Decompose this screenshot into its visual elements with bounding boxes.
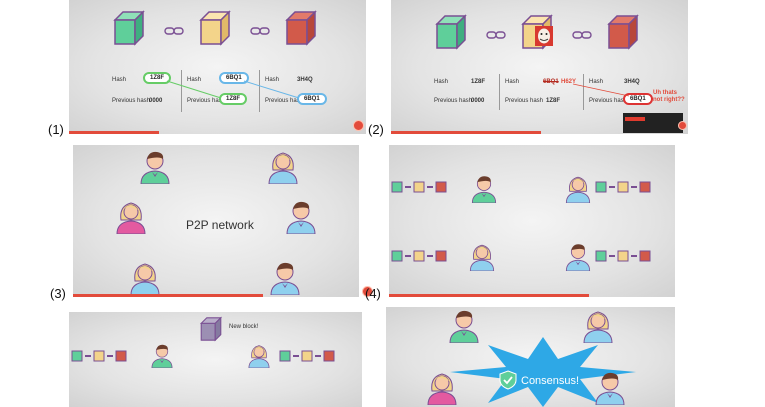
- mini-chain-icon: [391, 249, 449, 263]
- person-female-icon: [125, 259, 165, 295]
- hash-value-block3: 3H4Q: [624, 79, 640, 85]
- person-female-icon: [244, 342, 274, 368]
- mismatch-annotation: Uh thats not right??: [653, 90, 685, 103]
- hash-value-block2-old: 6BQ1: [543, 79, 559, 85]
- panel-5-new-block: New block!: [69, 312, 362, 407]
- previous-hash-label: Previous hash: [434, 98, 473, 104]
- hash-value-block2: 6BQ1: [219, 72, 249, 84]
- new-block-label: New block!: [229, 324, 259, 330]
- person-female-icon: [561, 173, 595, 203]
- hash-label: Hash: [589, 79, 604, 85]
- previous-hash-value-block3: 6BQ1: [297, 93, 327, 105]
- column-divider: [499, 74, 500, 110]
- link-arrow-green: [166, 80, 222, 99]
- hash-value-block2-new: H62Y: [561, 79, 577, 85]
- panel-6-consensus: Consensus!: [386, 307, 675, 407]
- video-progress-bar: [389, 294, 589, 297]
- video-progress-bar: [69, 131, 159, 134]
- hacker-mask-icon: [535, 26, 553, 46]
- person-male-icon: [135, 148, 175, 184]
- hash-label: Hash: [265, 77, 280, 83]
- panel-label-1: (1): [48, 122, 64, 137]
- mini-chain-icon: [279, 349, 337, 363]
- panel-2-tampered-block: Hash 1Z8F Previous hash 0000 Hash 6BQ1 H…: [391, 0, 688, 134]
- previous-hash-value-block1: 0000: [149, 98, 163, 104]
- mini-chain-icon: [595, 249, 653, 263]
- mismatch-arrow: [572, 83, 630, 97]
- previous-hash-label: Previous hash: [187, 98, 226, 104]
- person-female-icon: [111, 198, 151, 234]
- channel-logo-icon: [353, 120, 364, 131]
- mini-chain-icon: [595, 180, 653, 194]
- hash-label: Hash: [112, 77, 127, 83]
- consensus-burst-shape: [450, 337, 636, 407]
- previous-hash-value-block2: 1Z8F: [219, 93, 248, 105]
- hash-label: Hash: [187, 77, 202, 83]
- link-arrow-blue: [243, 80, 300, 99]
- p2p-network-title: P2P network: [186, 218, 254, 232]
- hash-value-block3: 3H4Q: [297, 77, 313, 83]
- panel-label-3: (3): [50, 286, 66, 301]
- panel-3-p2p-network: P2P network: [73, 145, 359, 297]
- hash-label: Hash: [434, 79, 449, 85]
- hash-label: Hash: [505, 79, 520, 85]
- person-female-icon: [263, 148, 303, 184]
- column-divider: [583, 74, 584, 110]
- person-male-icon: [147, 342, 177, 368]
- panel-label-2: (2): [368, 122, 384, 137]
- channel-logo-icon: [678, 121, 687, 130]
- subscribe-popup: [623, 113, 683, 133]
- subscribe-button[interactable]: [625, 117, 645, 121]
- new-block-cube-icon: [197, 315, 225, 343]
- mini-chain-icon: [391, 180, 449, 194]
- previous-hash-label: Previous hash: [505, 98, 544, 104]
- panel-1-blockchain-hashes: Hash 1Z8F Previous hash 0000 Hash 6BQ1 P…: [69, 0, 366, 134]
- video-progress-bar: [391, 131, 541, 134]
- person-female-icon: [465, 241, 499, 271]
- previous-hash-value-block2: 1Z8F: [546, 98, 561, 104]
- mini-chain-icon: [71, 349, 129, 363]
- previous-hash-label: Previous hash: [589, 98, 628, 104]
- check-shield-icon: [499, 370, 517, 390]
- previous-hash-label: Previous hash: [265, 98, 304, 104]
- panel-4-distributed-copies: [389, 145, 675, 297]
- person-male-icon: [281, 198, 321, 234]
- previous-hash-label: Previous hash: [112, 98, 151, 104]
- person-male-icon: [590, 369, 630, 405]
- panel-label-4: (4): [365, 286, 381, 301]
- previous-hash-value-block3: 6BQ1: [623, 93, 653, 105]
- consensus-label: Consensus!: [521, 375, 580, 387]
- person-male-icon: [467, 173, 501, 203]
- hash-value-block1: 1Z8F: [143, 72, 172, 84]
- video-progress-bar: [73, 294, 263, 297]
- person-female-icon: [422, 369, 462, 405]
- column-divider: [181, 70, 182, 112]
- previous-hash-value-block1: 0000: [471, 98, 485, 104]
- channel-logo-icon: [362, 286, 373, 297]
- column-divider: [259, 70, 260, 112]
- hash-value-block1: 1Z8F: [471, 79, 486, 85]
- person-male-icon: [265, 259, 305, 295]
- person-male-icon: [561, 241, 595, 271]
